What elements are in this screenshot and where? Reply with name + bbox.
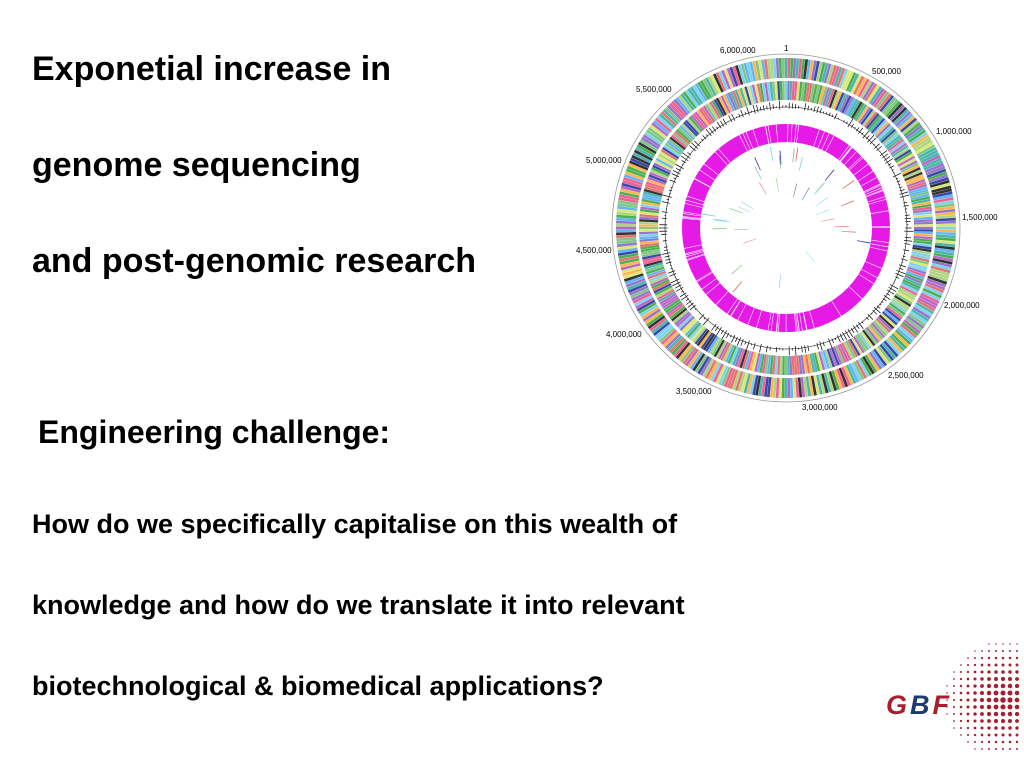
- label-2000000: 2,000,000: [944, 301, 980, 310]
- logo-letter-g: G: [886, 690, 911, 720]
- challenge-line-2: knowledge and how do we translate it int…: [32, 590, 685, 620]
- challenge-line-3: biotechnological & biomedical applicatio…: [32, 671, 604, 701]
- label-4000000: 4,000,000: [606, 330, 642, 339]
- label-5000000: 5,000,000: [586, 156, 622, 165]
- label-1000000: 1,000,000: [936, 127, 972, 136]
- label-1500000: 1,500,000: [962, 213, 998, 222]
- heading-line-2: genome sequencing: [32, 146, 361, 184]
- label-4500000: 4,500,000: [576, 246, 612, 255]
- label-5500000: 5,500,000: [636, 85, 672, 94]
- circular-genome-map: 1 500,000 1,000,000 1,500,000 2,000,000 …: [576, 44, 998, 412]
- heading-line-3: and post-genomic research: [32, 242, 477, 280]
- logo-wordmark: GBF: [886, 690, 952, 721]
- label-500000: 500,000: [872, 67, 901, 76]
- label-1: 1: [784, 44, 789, 53]
- challenge-title: Engineering challenge:: [38, 414, 391, 450]
- label-3500000: 3,500,000: [676, 387, 712, 396]
- heading-line-1: Exponetial increase in: [32, 50, 392, 88]
- label-3000000: 3,000,000: [802, 403, 838, 412]
- gbf-logo: GBF: [880, 640, 1024, 760]
- logo-letter-b: B: [910, 690, 933, 720]
- label-6000000: 6,000,000: [720, 46, 756, 55]
- challenge-line-1: How do we specifically capitalise on thi…: [32, 509, 678, 539]
- logo-dot-pattern: [946, 643, 1020, 751]
- logo-letter-f: F: [932, 690, 953, 720]
- label-2500000: 2,500,000: [888, 371, 924, 380]
- genome-rings: [611, 53, 961, 403]
